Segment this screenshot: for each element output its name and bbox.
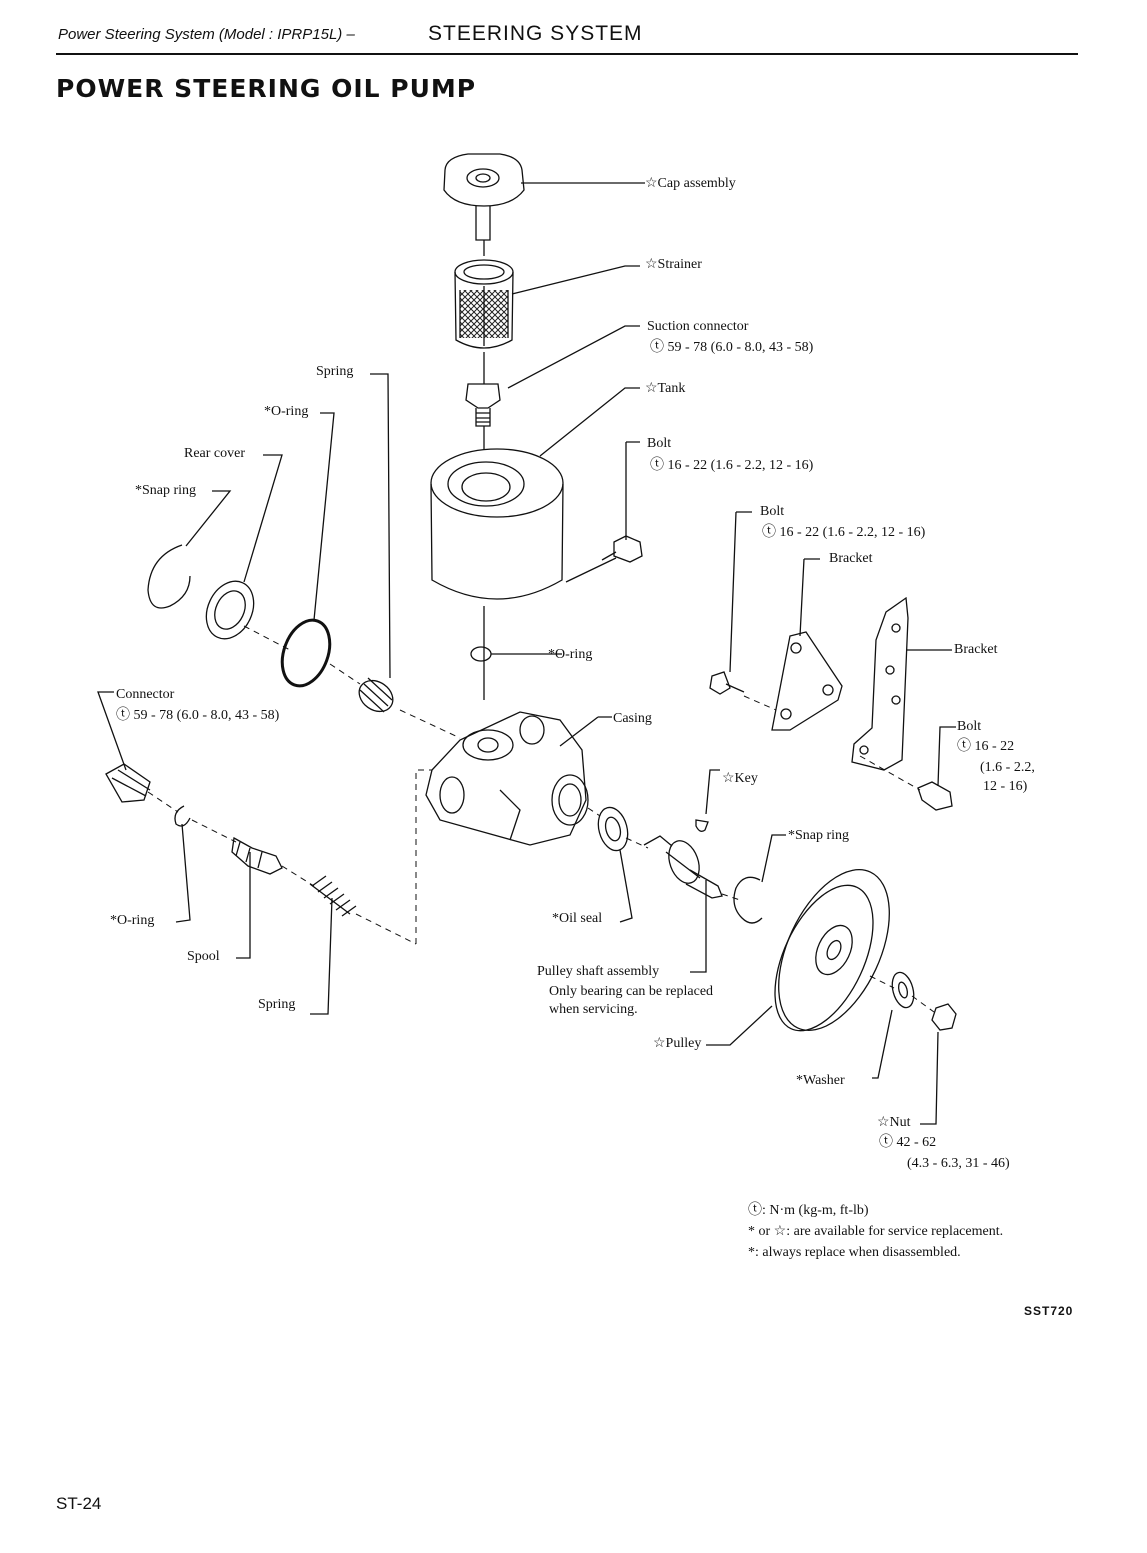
label-pulley-shaft: Pulley shaft assembly (537, 964, 660, 979)
header-system: STEERING SYSTEM (428, 22, 643, 45)
torque-bolt-3-line3: 12 - 16) (983, 779, 1028, 794)
casing-part (425, 711, 589, 846)
label-o-ring-bottom: *O-ring (110, 913, 155, 928)
o-ring-top-part (280, 618, 332, 688)
torque-value: 16 - 22 (1.6 - 2.2, 12 - 16) (667, 458, 814, 473)
label-spool: Spool (187, 949, 220, 964)
label-cap-assembly: ☆Cap assembly (645, 176, 736, 191)
label-snap-ring-right: *Snap ring (788, 828, 850, 843)
label-bracket-2: Bracket (954, 642, 998, 657)
tank-bolt-part (601, 535, 643, 563)
label-tank: ☆Tank (645, 381, 686, 396)
page-title: POWER STEERING OIL PUMP (56, 74, 477, 103)
header-rule (56, 53, 1078, 55)
label-bracket-1: Bracket (829, 551, 873, 566)
snap-ring-right-part (733, 876, 763, 924)
label-pulley: ☆Pulley (653, 1036, 702, 1051)
figure-code: SST720 (1024, 1304, 1074, 1318)
oil-seal-part (597, 806, 629, 852)
tank-part (430, 448, 564, 600)
label-bolt-1: Bolt (647, 436, 672, 451)
o-ring-bottom-part (174, 805, 191, 827)
torque-nut-line2: (4.3 - 6.3, 31 - 46) (907, 1156, 1010, 1171)
rear-cover-part (205, 580, 255, 640)
o-ring-mid-part (470, 646, 492, 662)
pulley-shaft-part (643, 835, 723, 899)
label-o-ring-top: *O-ring (264, 404, 309, 419)
strainer-part (454, 259, 514, 349)
torque-bolt-2: ⓣ 16 - 22 (1.6 - 2.2, 12 - 16) (762, 525, 925, 541)
torque-value: 16 - 22 (1.6 - 2.2, 12 - 16) (779, 525, 926, 540)
torque-icon: ⓣ (116, 708, 130, 723)
bracket-bolt-left-part (709, 671, 745, 695)
washer-part (891, 971, 915, 1009)
bracket-right-part (851, 596, 909, 771)
torque-suction-connector: ⓣ 59 - 78 (6.0 - 8.0, 43 - 58) (650, 340, 813, 356)
spool-part (231, 836, 283, 875)
torque-icon: ⓣ (762, 525, 776, 540)
legend: ⓣ: N·m (kg-m, ft-lb) * or ☆: are availab… (748, 1200, 1003, 1263)
label-bolt-2: Bolt (760, 504, 785, 519)
label-bolt-3: Bolt (957, 719, 982, 734)
label-oil-seal: *Oil seal (552, 911, 603, 926)
label-connector: Connector (116, 687, 175, 702)
torque-nut-line1: ⓣ 42 - 62 (879, 1135, 936, 1151)
torque-value: 59 - 78 (6.0 - 8.0, 43 - 58) (667, 340, 814, 355)
note-pulley-line2: when servicing. (549, 1002, 638, 1017)
label-suction-connector: Suction connector (647, 319, 749, 334)
torque-value: 42 - 62 (896, 1135, 937, 1150)
bracket-left-part (771, 631, 843, 731)
label-spring-bottom: Spring (258, 997, 296, 1012)
legend-line-1: : N·m (kg-m, ft-lb) (762, 1203, 869, 1218)
label-o-ring-mid: *O-ring (548, 647, 593, 662)
torque-value: 59 - 78 (6.0 - 8.0, 43 - 58) (133, 708, 280, 723)
page-number: ST-24 (56, 1494, 102, 1513)
legend-line-3: *: always replace when disassembled. (748, 1245, 961, 1260)
label-rear-cover: Rear cover (184, 446, 246, 461)
cap-assembly-part (443, 153, 525, 241)
legend-line-2: * or ☆: are available for service replac… (748, 1224, 1004, 1239)
connector-part (105, 763, 151, 803)
legend-torque-unit: ⓣ: N·m (kg-m, ft-lb) (748, 1200, 1003, 1221)
torque-value: 16 - 22 (974, 739, 1015, 754)
spring-top-part (358, 677, 394, 713)
label-key: ☆Key (722, 771, 758, 786)
bracket-bolt-right-part (917, 781, 953, 811)
label-spring-top: Spring (316, 364, 354, 379)
spring-bottom-part (309, 875, 357, 917)
label-washer: *Washer (796, 1073, 845, 1088)
torque-connector: ⓣ 59 - 78 (6.0 - 8.0, 43 - 58) (116, 708, 279, 724)
torque-bolt-3-line1: ⓣ 16 - 22 (957, 739, 1014, 755)
suction-connector-part (465, 383, 501, 427)
key-part (695, 819, 709, 832)
label-casing: Casing (613, 711, 652, 726)
torque-icon: ⓣ (879, 1135, 893, 1150)
torque-icon: ⓣ (748, 1203, 762, 1218)
header-model: Power Steering System (Model : IPRP15L) … (58, 26, 355, 43)
pulley-part (774, 869, 890, 1032)
label-snap-ring-left: *Snap ring (135, 483, 197, 498)
label-strainer: ☆Strainer (645, 257, 702, 272)
torque-bolt-1: ⓣ 16 - 22 (1.6 - 2.2, 12 - 16) (650, 458, 813, 474)
snap-ring-left-part (147, 544, 191, 609)
nut-part (931, 1003, 957, 1031)
torque-icon: ⓣ (650, 340, 664, 355)
torque-icon: ⓣ (650, 458, 664, 473)
label-nut: ☆Nut (877, 1115, 911, 1130)
note-pulley-line1: Only bearing can be replaced (549, 984, 714, 999)
torque-icon: ⓣ (957, 739, 971, 754)
torque-bolt-3-line2: (1.6 - 2.2, (980, 760, 1035, 775)
